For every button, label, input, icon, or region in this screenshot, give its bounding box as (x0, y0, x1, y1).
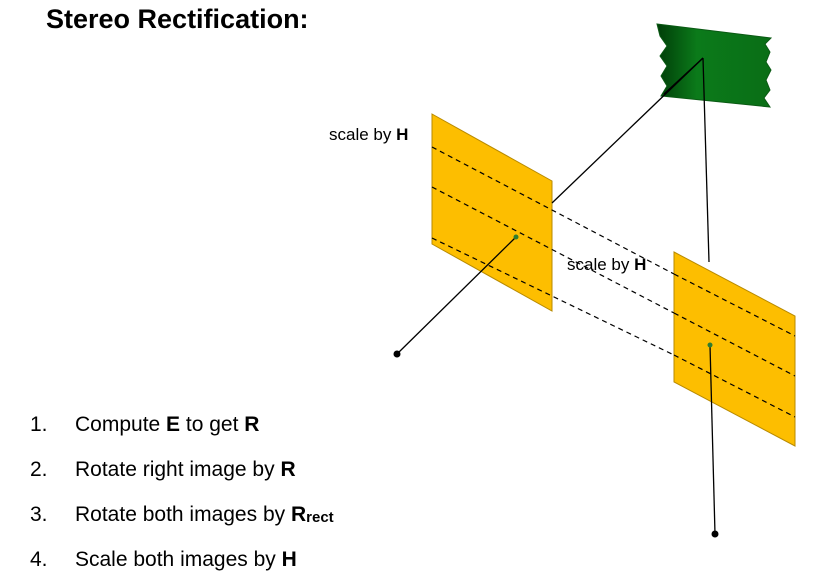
step-text: Rotate right image by (75, 458, 281, 481)
left-image-center (513, 234, 519, 240)
scene-object (656, 23, 773, 108)
left-camera-center (393, 350, 401, 358)
step-symbol: E (166, 413, 181, 436)
step-text: Rotate both images by (75, 503, 291, 526)
step-number: 2. (30, 458, 48, 481)
epipolar-lines (431, 146, 796, 418)
projection-rays (396, 57, 716, 535)
step-number: 3. (30, 503, 48, 526)
step-number: 1. (30, 413, 48, 436)
label-scale-right: scale by H (567, 255, 646, 274)
step-text: Scale both images by (75, 548, 282, 571)
step-item: 3. Rotate both images by Rrect (30, 497, 334, 542)
right-image-plane (673, 251, 796, 447)
step-symbol: R (290, 503, 307, 526)
step-symbol: R (280, 458, 296, 481)
step-symbol: rect (306, 509, 334, 526)
step-text: Compute (75, 413, 167, 436)
left-image-plane (431, 113, 553, 312)
page-title: Stereo Rectification: (46, 4, 309, 34)
step-symbol: H (281, 548, 297, 571)
right-camera-center (711, 530, 719, 538)
steps-list: 1. Compute E to get R 2. Rotate right image… (30, 407, 334, 587)
step-item: 1. Compute E to get R (30, 407, 334, 452)
label-scale-left: scale by H (329, 125, 408, 144)
step-number: 4. (30, 548, 48, 571)
step-item: 2. Rotate right image by R (30, 452, 334, 497)
step-text: to get (180, 413, 245, 436)
step-item: 4. Scale both images by H (30, 542, 334, 587)
step-symbol: R (244, 413, 260, 436)
right-image-center (707, 342, 713, 348)
